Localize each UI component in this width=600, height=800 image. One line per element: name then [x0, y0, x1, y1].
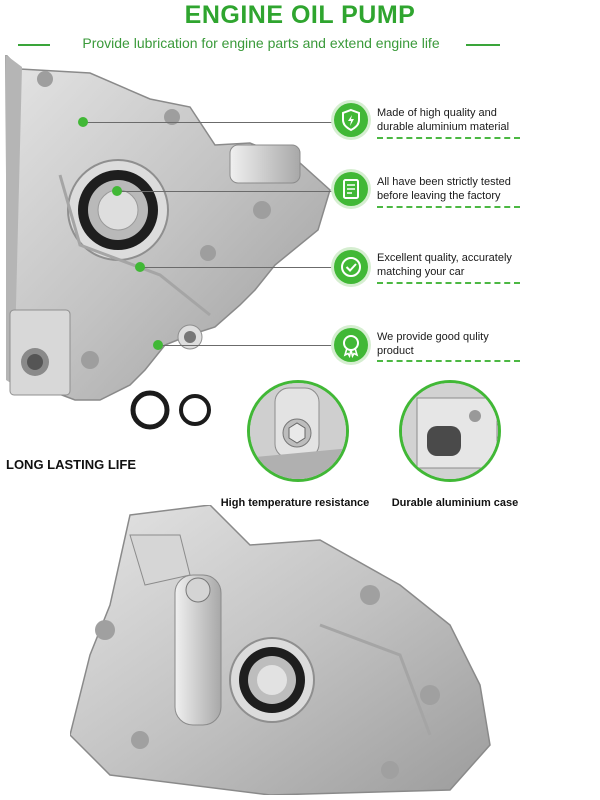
callout-line-4	[158, 345, 335, 346]
oil-pump-bottom-image	[70, 505, 491, 795]
checklist-icon	[334, 172, 368, 206]
callout-line-2	[117, 191, 335, 192]
feature-4-text: We provide good qulity product	[377, 331, 489, 357]
page-title: ENGINE OIL PUMP	[184, 1, 416, 29]
shield-icon	[334, 103, 368, 137]
feature-4-divider	[377, 360, 520, 362]
caption-high-temperature: High temperature resistance	[220, 497, 370, 509]
feature-1-divider	[377, 137, 520, 139]
page-subtitle: Provide lubrication for engine parts and…	[82, 35, 440, 51]
subtitle-right-line	[466, 44, 500, 46]
callout-dot-1	[78, 117, 88, 127]
callout-dot-4	[153, 340, 163, 350]
callout-line-3	[140, 267, 335, 268]
callout-line-1	[82, 122, 335, 123]
feature-2-divider	[377, 206, 520, 208]
detail-case-image	[399, 380, 501, 482]
subtitle-row: Provide lubrication for engine parts and…	[0, 33, 600, 55]
checkmark-icon	[334, 250, 368, 284]
detail-bolt-image	[247, 380, 349, 482]
caption-durable-case: Durable aluminium case	[391, 497, 519, 509]
award-badge-icon	[334, 328, 368, 362]
long-lasting-life-label: LONG LASTING LIFE	[6, 457, 136, 472]
subtitle-left-line	[18, 44, 50, 46]
oil-pump-top-image	[5, 55, 331, 401]
feature-2-text: All have been strictly tested before lea…	[377, 176, 511, 202]
callout-dot-2	[112, 186, 122, 196]
feature-3-divider	[377, 282, 520, 284]
o-rings-image	[130, 390, 211, 430]
callout-dot-3	[135, 262, 145, 272]
feature-1-text: Made of high quality and durable alumini…	[377, 107, 510, 133]
feature-3-text: Excellent quality, accurately matching y…	[377, 252, 512, 278]
